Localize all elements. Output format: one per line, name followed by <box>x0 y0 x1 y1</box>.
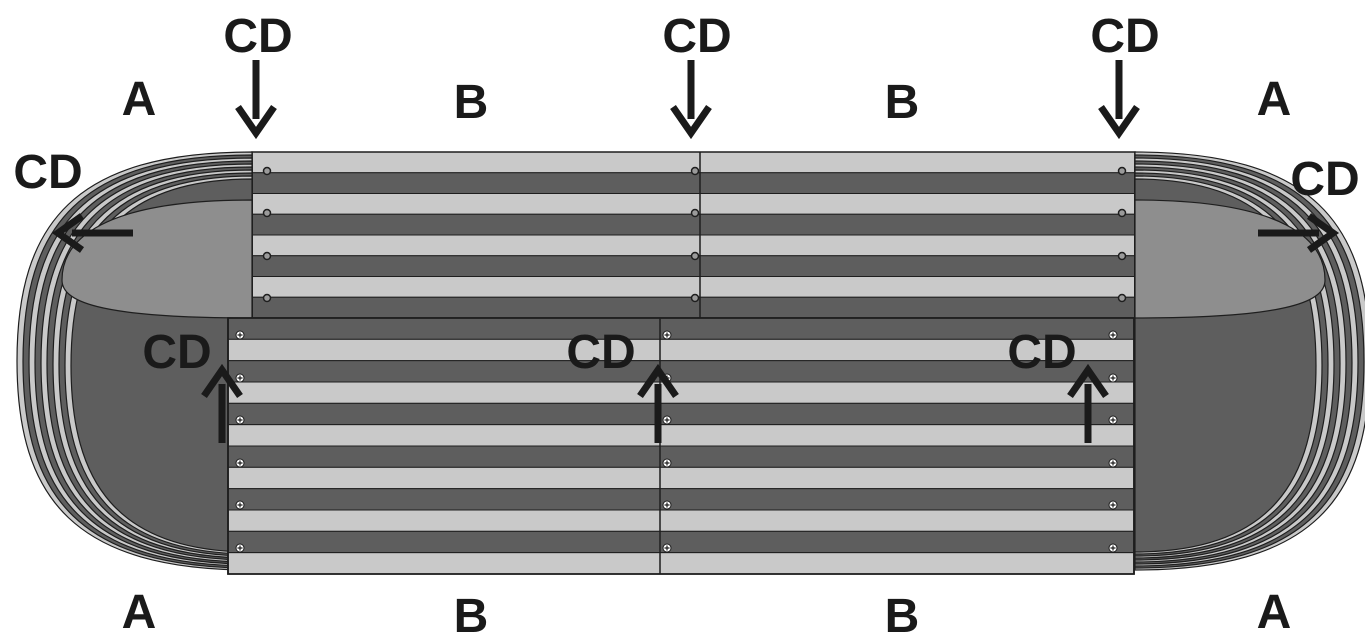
front-screw-cross <box>1110 545 1116 551</box>
label-cd-front-right: CD <box>1007 326 1076 379</box>
label-cd-front-left: CD <box>142 326 211 379</box>
front-wall-strip <box>227 466 1135 490</box>
back-screw <box>1117 293 1127 303</box>
back-screw <box>690 166 700 176</box>
labels: CD CD CD CD CD CD CD CD A B B A A B B A <box>13 10 1359 635</box>
front-screw-cross <box>237 417 243 423</box>
front-wall-strip <box>227 445 1135 468</box>
back-screw <box>1117 208 1127 218</box>
back-screw <box>262 208 272 218</box>
screw-markers <box>235 166 1127 553</box>
back-wall-strip <box>251 213 1136 236</box>
back-screw <box>262 166 272 176</box>
front-screw-cross <box>237 375 243 381</box>
arrow-up-left-head <box>201 363 243 398</box>
label-cd-side-right: CD <box>1290 153 1359 206</box>
front-screw-cross <box>1110 460 1116 466</box>
front-screw-cross <box>1110 332 1116 338</box>
front-wall-panels <box>227 317 1135 575</box>
front-screw-cross <box>237 332 243 338</box>
end-cap-panels <box>16 151 1365 571</box>
front-screw-cross <box>1110 502 1116 508</box>
back-screw <box>690 208 700 218</box>
back-screw <box>690 251 700 261</box>
front-screw-cross <box>664 545 670 551</box>
label-cd-top-left: CD <box>223 10 292 63</box>
arrow-down-right-head <box>1098 105 1140 140</box>
front-wall-strip <box>227 424 1135 447</box>
arrow-right-head <box>1306 213 1340 253</box>
back-screw <box>1117 166 1127 176</box>
label-a-top-left: A <box>122 73 157 126</box>
front-wall-strip <box>227 488 1135 511</box>
front-wall-strip <box>227 552 1135 575</box>
front-screw-cross <box>664 502 670 508</box>
connector-arrows <box>51 60 1340 443</box>
front-wall-strip <box>227 509 1135 532</box>
back-screw <box>262 293 272 303</box>
label-cd-top-right: CD <box>1090 10 1159 63</box>
label-b-top-right: B <box>885 76 920 129</box>
arrow-up-right-head <box>1067 363 1109 398</box>
back-screw <box>262 251 272 261</box>
front-screw-cross <box>1110 417 1116 423</box>
front-screw-cross <box>664 332 670 338</box>
front-wall-strip <box>227 338 1135 362</box>
label-cd-top-center: CD <box>662 10 731 63</box>
arrow-down-left-head <box>235 105 277 140</box>
label-cd-side-left: CD <box>13 146 82 199</box>
arrow-left-head <box>51 213 85 253</box>
front-wall-strip <box>227 381 1135 404</box>
front-screw-cross <box>664 417 670 423</box>
back-wall-panels <box>251 151 1136 319</box>
front-screw-cross <box>664 460 670 466</box>
front-screw-cross <box>237 545 243 551</box>
label-a-bottom-left: A <box>122 586 157 635</box>
label-b-bottom-right: B <box>885 590 920 635</box>
back-screw <box>690 293 700 303</box>
arrow-up-center-head <box>637 363 679 398</box>
front-wall-strip <box>227 360 1135 383</box>
label-cd-front-center: CD <box>566 326 635 379</box>
front-screw-cross <box>237 460 243 466</box>
front-wall-strip <box>227 317 1135 340</box>
front-screw-cross <box>1110 375 1116 381</box>
arrow-down-center-head <box>670 105 712 140</box>
label-a-top-right: A <box>1257 73 1292 126</box>
back-screw <box>1117 251 1127 261</box>
front-wall-strip <box>227 530 1135 554</box>
label-b-top-left: B <box>454 76 489 129</box>
label-a-bottom-right: A <box>1257 586 1292 635</box>
back-wall-strip <box>251 172 1136 194</box>
label-b-bottom-left: B <box>454 590 489 635</box>
front-wall-strip <box>227 402 1135 426</box>
front-screw-cross <box>237 502 243 508</box>
front-wall-outline <box>227 317 1135 575</box>
